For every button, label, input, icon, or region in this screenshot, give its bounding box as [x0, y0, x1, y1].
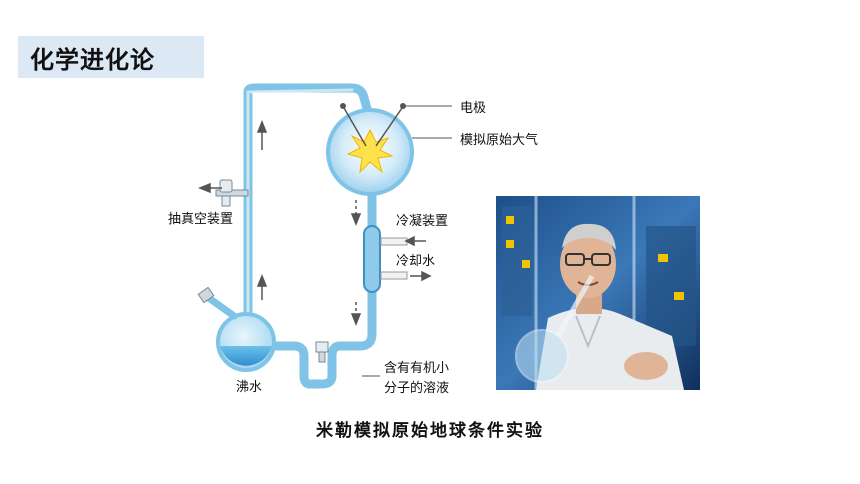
figure-caption: 米勒模拟原始地球条件实验: [316, 421, 544, 441]
label-atmosphere: 模拟原始大气: [460, 133, 539, 148]
label-condenser: 冷凝装置: [396, 214, 449, 229]
boiling-flask: [197, 286, 276, 372]
glass-tubing: [243, 83, 377, 389]
flow-arrows: [197, 119, 432, 327]
leader-lines: [362, 105, 452, 377]
label-vacuum: 抽真空装置: [168, 212, 234, 227]
stopcock: [315, 341, 329, 363]
atmosphere-flask: [326, 103, 414, 196]
label-electrode: 电极: [460, 101, 487, 116]
spark-icon: [346, 128, 394, 174]
vacuum-valve: [215, 179, 249, 207]
page-title: 化学进化论: [30, 46, 155, 74]
label-boiling-water: 沸水: [236, 380, 263, 395]
title-banner: [18, 36, 204, 78]
label-solution-line2: 分子的溶液: [384, 381, 450, 396]
label-cooling-water: 冷却水: [396, 254, 436, 269]
condenser: [363, 225, 408, 293]
label-solution-line1: 含有有机小: [384, 361, 450, 376]
scientist-photo: [496, 196, 700, 390]
